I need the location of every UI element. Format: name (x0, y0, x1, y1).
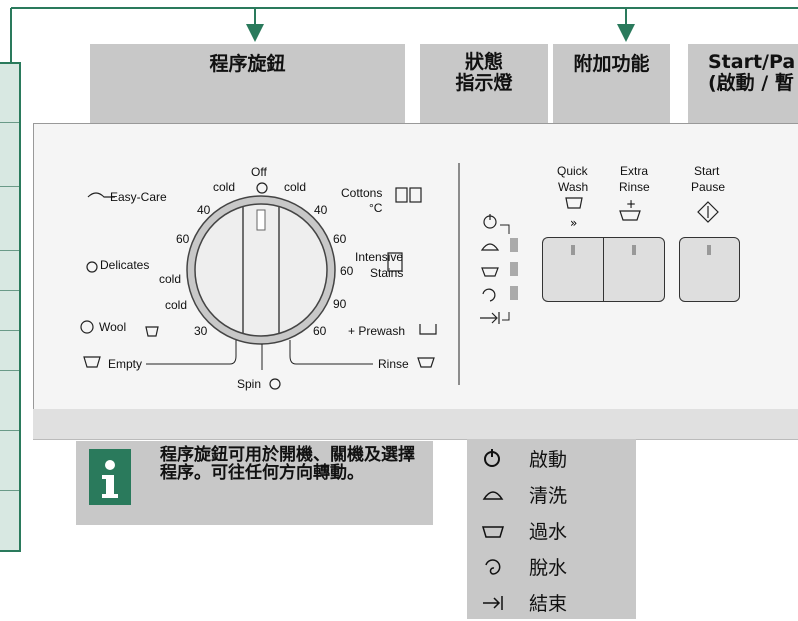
extra-rinse-label-2: Rinse (619, 180, 650, 194)
extra-rinse-label-1: Extra (620, 164, 649, 178)
legend-row-end: 結束 (467, 585, 636, 621)
svg-text:+: + (626, 197, 636, 211)
start-pause-label-1: Start (694, 164, 720, 178)
dial-40-right: 40 (314, 203, 328, 217)
header-programme-knob-label: 程序旋鈕 (209, 53, 286, 75)
program-cottons: Cottons (341, 186, 383, 200)
legend-label-rinse: 過水 (529, 521, 568, 543)
control-panel (33, 123, 798, 411)
start-pause-button[interactable] (679, 237, 740, 302)
legend-row-rinse: 過水 (467, 513, 636, 549)
legend-row-spin: 脫水 (467, 549, 636, 585)
header-extra-functions: 附加功能 (553, 42, 670, 128)
header-status-indicator-label: 狀態 指示燈 (455, 51, 513, 94)
dial-90-label: 90 (333, 297, 347, 311)
dial-cold-wool: cold (165, 298, 188, 312)
info-i-glyph (102, 460, 118, 498)
start-pause-label-2: Pause (691, 180, 726, 194)
header-extra-functions-label: 附加功能 (573, 53, 650, 75)
program-stains: Stains (370, 266, 404, 280)
dial-off-label: Off (251, 165, 267, 179)
dial-40-left: 40 (197, 203, 211, 217)
dial-60-bottom: 60 (313, 324, 327, 338)
dial-cold-delicates: cold (159, 272, 182, 286)
power-icon (484, 449, 500, 467)
header-programme-knob: 程序旋鈕 (90, 42, 405, 128)
program-cottons-unit: °C (369, 201, 383, 215)
dial-60-right: 60 (333, 232, 347, 246)
start-pause-indicator (707, 245, 711, 255)
quick-wash-indicator (571, 245, 575, 255)
quick-wash-label-1: Quick (557, 164, 588, 178)
extra-rinse-button[interactable] (603, 237, 665, 302)
header-status-indicator: 狀態 指示燈 (420, 42, 548, 128)
program-prewash: + Prewash (348, 324, 406, 338)
quick-wash-label-2: Wash (558, 180, 589, 194)
spin-icon (485, 559, 501, 575)
info-text: 程序旋鈕可用於開機、關機及選擇程序。可往任何方向轉動。 (160, 445, 415, 483)
legend-label-spin: 脫水 (529, 557, 568, 579)
legend-label-wash: 清洗 (529, 485, 568, 507)
dial-30-label: 30 (194, 324, 208, 338)
program-intensive: Intensive (355, 250, 404, 264)
legend-label-power: 啟動 (529, 449, 568, 471)
legend-row-power: 啟動 (467, 441, 636, 477)
program-delicates: Delicates (100, 258, 150, 272)
dial-cold-left: cold (213, 180, 236, 194)
status-legend: 啟動 清洗 過水 脫水 結束 (467, 439, 636, 619)
rinse-icon (481, 526, 505, 538)
svg-text:»: » (570, 216, 577, 230)
end-icon (483, 596, 503, 610)
dial-60-left: 60 (176, 232, 190, 246)
panel-bottom-strip (33, 409, 798, 440)
header-start-pause: Start/Pa (啟動 / 暫 (688, 42, 798, 128)
info-box: 程序旋鈕可用於開機、關機及選擇程序。可往任何方向轉動。 (76, 441, 433, 525)
quick-wash-button[interactable] (542, 237, 603, 302)
side-tab-bar (0, 62, 21, 552)
wash-icon (482, 491, 504, 500)
info-icon (89, 449, 131, 505)
program-easy-care: Easy-Care (110, 190, 167, 204)
header-start-pause-label: Start/Pa (啟動 / 暫 (708, 51, 796, 94)
legend-row-wash: 清洗 (467, 477, 636, 513)
dial-cold-right: cold (284, 180, 307, 194)
program-rinse: Rinse (378, 357, 409, 371)
dial-60-intensive: 60 (340, 264, 354, 278)
extra-rinse-indicator (632, 245, 636, 255)
dial-spin-label: Spin (237, 377, 262, 391)
program-empty: Empty (108, 357, 143, 371)
legend-label-end: 結束 (529, 593, 568, 615)
program-wool: Wool (99, 320, 127, 334)
